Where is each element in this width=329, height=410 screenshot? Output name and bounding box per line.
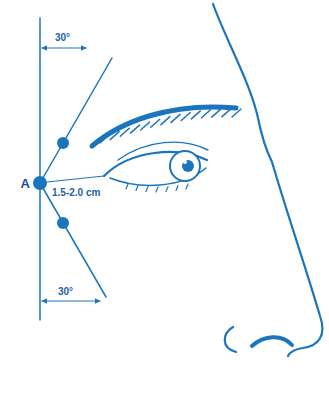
eyebrow-hair bbox=[191, 111, 200, 119]
iris bbox=[170, 151, 200, 181]
eye-highlight bbox=[183, 160, 187, 164]
eyelash bbox=[136, 186, 138, 191]
eyebrow-hair bbox=[141, 122, 150, 130]
eyelash bbox=[176, 186, 178, 191]
eyebrow-hair bbox=[100, 135, 109, 143]
point-a bbox=[33, 176, 47, 190]
pupil bbox=[182, 160, 194, 172]
eyebrow-hair bbox=[120, 128, 129, 136]
eyelash bbox=[166, 187, 168, 192]
eyelashes bbox=[126, 184, 188, 192]
eyebrow-hair bbox=[151, 119, 160, 127]
eyebrow-hair bbox=[202, 110, 211, 118]
eyebrow-hair bbox=[232, 109, 241, 117]
vertical-reference-line bbox=[39, 18, 41, 320]
eyebrow-hair bbox=[171, 114, 180, 122]
angle-arrow bbox=[42, 48, 86, 49]
lower-angle-line bbox=[40, 183, 106, 297]
eyelash bbox=[146, 187, 148, 192]
angle-arrow bbox=[42, 301, 100, 302]
upper-point bbox=[57, 137, 69, 149]
point-label: A bbox=[21, 177, 30, 190]
angle-label: 30° bbox=[55, 33, 70, 43]
eyebrow-hairs bbox=[100, 109, 241, 143]
eyelash bbox=[186, 184, 188, 189]
eyebrow bbox=[92, 107, 236, 146]
nostril bbox=[252, 337, 292, 346]
eyebrow-hair bbox=[212, 109, 221, 117]
eyebrow-hair bbox=[110, 132, 119, 140]
angle-label: 30° bbox=[58, 287, 73, 297]
eyebrow-hair bbox=[161, 117, 170, 125]
eyebrow-hair bbox=[222, 109, 231, 117]
eyebrow-hair bbox=[181, 112, 190, 120]
lower-point bbox=[57, 217, 69, 229]
distance-line bbox=[47, 176, 104, 182]
upper-angle-line bbox=[40, 58, 112, 183]
eyelash bbox=[126, 184, 128, 189]
face-profile bbox=[213, 4, 322, 356]
eyebrow-hair bbox=[130, 125, 139, 133]
eyelash bbox=[156, 187, 158, 192]
dimension-label: 1.5-2.0 cm bbox=[52, 188, 100, 198]
nostril-wing bbox=[225, 327, 236, 352]
